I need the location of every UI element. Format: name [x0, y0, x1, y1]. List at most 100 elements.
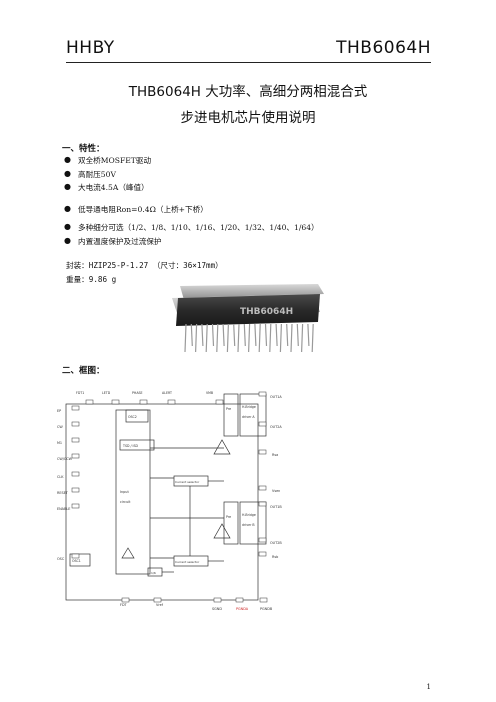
chip-body	[176, 294, 320, 326]
pin-square	[258, 537, 267, 543]
left-pin-label: OSC	[57, 557, 65, 561]
hbridge-b-block	[239, 501, 267, 545]
pin-square	[71, 437, 80, 443]
pre-a-block	[223, 393, 239, 437]
chip-lead	[201, 323, 204, 347]
chip-lead	[195, 323, 198, 353]
pin-square	[258, 551, 267, 557]
pin-square	[71, 503, 80, 509]
header-right: THB6064H	[336, 38, 431, 58]
weight-info: 重量：9.86 g	[66, 275, 117, 284]
pin-square	[213, 597, 222, 603]
right-pin-label: Rsa	[272, 453, 278, 457]
block-labels: OSC2 TSD / ISD Input circuit OSC1 Pre H-…	[72, 405, 256, 575]
right-pin-label: Rsb	[272, 555, 278, 559]
section-diagram-heading: 二、框图：	[62, 366, 105, 376]
pre-b-block	[223, 501, 239, 545]
current-b-label: Current selector	[175, 560, 200, 564]
chip-lead	[190, 323, 193, 347]
left-pin-label: CW	[57, 425, 63, 429]
chip-lead	[248, 323, 251, 353]
pin-square	[258, 391, 267, 397]
chip-lead	[275, 323, 278, 347]
page-number: 1	[426, 683, 431, 691]
top-pin-label: VMB	[206, 391, 213, 395]
chip-lead	[237, 323, 240, 353]
feature-item: ●双全桥MOSFET驱动	[64, 155, 151, 166]
left-pin-label: ENABLE	[57, 507, 70, 511]
pin-square	[215, 399, 224, 405]
circuit-label: circuit	[120, 500, 131, 504]
bottom-pin-label: SGND	[212, 607, 222, 611]
chip-lead	[243, 323, 246, 347]
pin-square	[71, 405, 80, 411]
drive-a-label: driver A	[242, 415, 255, 419]
chip-photo: THB6064H	[172, 284, 324, 353]
section-features-heading: 一、特性：	[62, 144, 105, 154]
chip-lead	[296, 323, 299, 347]
chip-lead	[184, 323, 187, 353]
chip-marking: THB6064H	[240, 307, 293, 317]
chip-lead	[269, 323, 272, 353]
heatsink-tab	[180, 284, 324, 300]
left-pin-label: EP	[57, 409, 61, 413]
chip-lead	[290, 323, 293, 353]
right-pin-label: Vsen	[272, 489, 280, 493]
feature-text: 高耐压50V	[78, 170, 116, 179]
feature-text: 内置温度保护及过流保护	[78, 237, 162, 246]
feature-item: ●多种细分可选（1/2、1/8、1/10、1/16、1/20、1/32、1/40…	[64, 222, 319, 233]
doc-title-line2: 步进电机芯片使用说明	[180, 110, 316, 126]
bottom-pin-label: PGNDB	[260, 607, 273, 611]
tsd-block	[119, 439, 155, 451]
right-pin-label: OUT2B	[270, 541, 282, 545]
chip-lead	[301, 323, 304, 353]
osc1-block	[69, 553, 91, 567]
pin-square	[235, 597, 244, 603]
pin-square	[258, 449, 267, 455]
feature-text: 多种细分可选（1/2、1/8、1/10、1/16、1/20、1/32、1/40、…	[78, 223, 319, 232]
top-pin-label: LETD	[102, 391, 111, 395]
block-diagram: FDT1 LETD PHASE ALERT VMB EP CW M1 CW/CC…	[57, 391, 282, 611]
chip-lead	[307, 323, 310, 347]
chip-lead	[254, 323, 257, 347]
input-label: Input	[120, 490, 129, 494]
doc-title-line1: THB6064H 大功率、高细分两相混合式	[128, 84, 368, 100]
feature-item: ●内置温度保护及过流保护	[64, 236, 162, 247]
drive-b-label: driver B	[242, 523, 255, 527]
pin-square	[167, 399, 176, 405]
pin-square	[71, 471, 80, 477]
right-pin-label: OUT2A	[270, 425, 282, 429]
feature-item: ●大电流4.5A（峰值）	[64, 182, 149, 193]
osc2-block	[125, 409, 149, 423]
hbridge-a-block	[239, 393, 267, 437]
bullet-icon: ●	[64, 204, 71, 213]
pin-square	[258, 421, 267, 427]
package-info: 封装：HZIP25-P-1.27 （尺寸：36×17mm）	[66, 261, 223, 270]
chip-lead	[279, 323, 282, 353]
pre-b-label: Pre	[226, 515, 231, 519]
pin-square	[71, 453, 80, 459]
left-pin-label: CLK	[57, 475, 64, 479]
osc1-label: OSC1	[72, 559, 81, 563]
left-pin-label: RESET	[57, 491, 69, 495]
bottom-pin-label: PGNDA	[236, 607, 249, 611]
chip-lead	[258, 323, 261, 353]
bullet-icon: ●	[64, 155, 71, 164]
right-pin-label: OUT1A	[270, 395, 282, 399]
chip-lead	[286, 323, 289, 347]
bullet-icon: ●	[64, 169, 71, 178]
header-rule	[66, 62, 431, 63]
feature-text: 低导通电阻Ron=0.4Ω（上桥+下桥）	[78, 205, 208, 214]
chip-lead	[233, 323, 236, 347]
top-pin-label: PHASE	[132, 391, 143, 395]
bottom-pin-label: Vref	[156, 603, 164, 607]
chip-lead	[211, 323, 215, 347]
feature-item: ● 高耐压50V	[64, 169, 116, 180]
divider-label: 1/6	[151, 571, 156, 575]
bullet-icon: ●	[64, 182, 71, 191]
bottom-pin-label: FDT	[120, 603, 128, 607]
pin-square	[111, 399, 120, 405]
pin-labels: FDT1 LETD PHASE ALERT VMB EP CW M1 CW/CC…	[57, 391, 282, 611]
pin-square	[71, 553, 80, 559]
chip-lead	[222, 323, 225, 347]
